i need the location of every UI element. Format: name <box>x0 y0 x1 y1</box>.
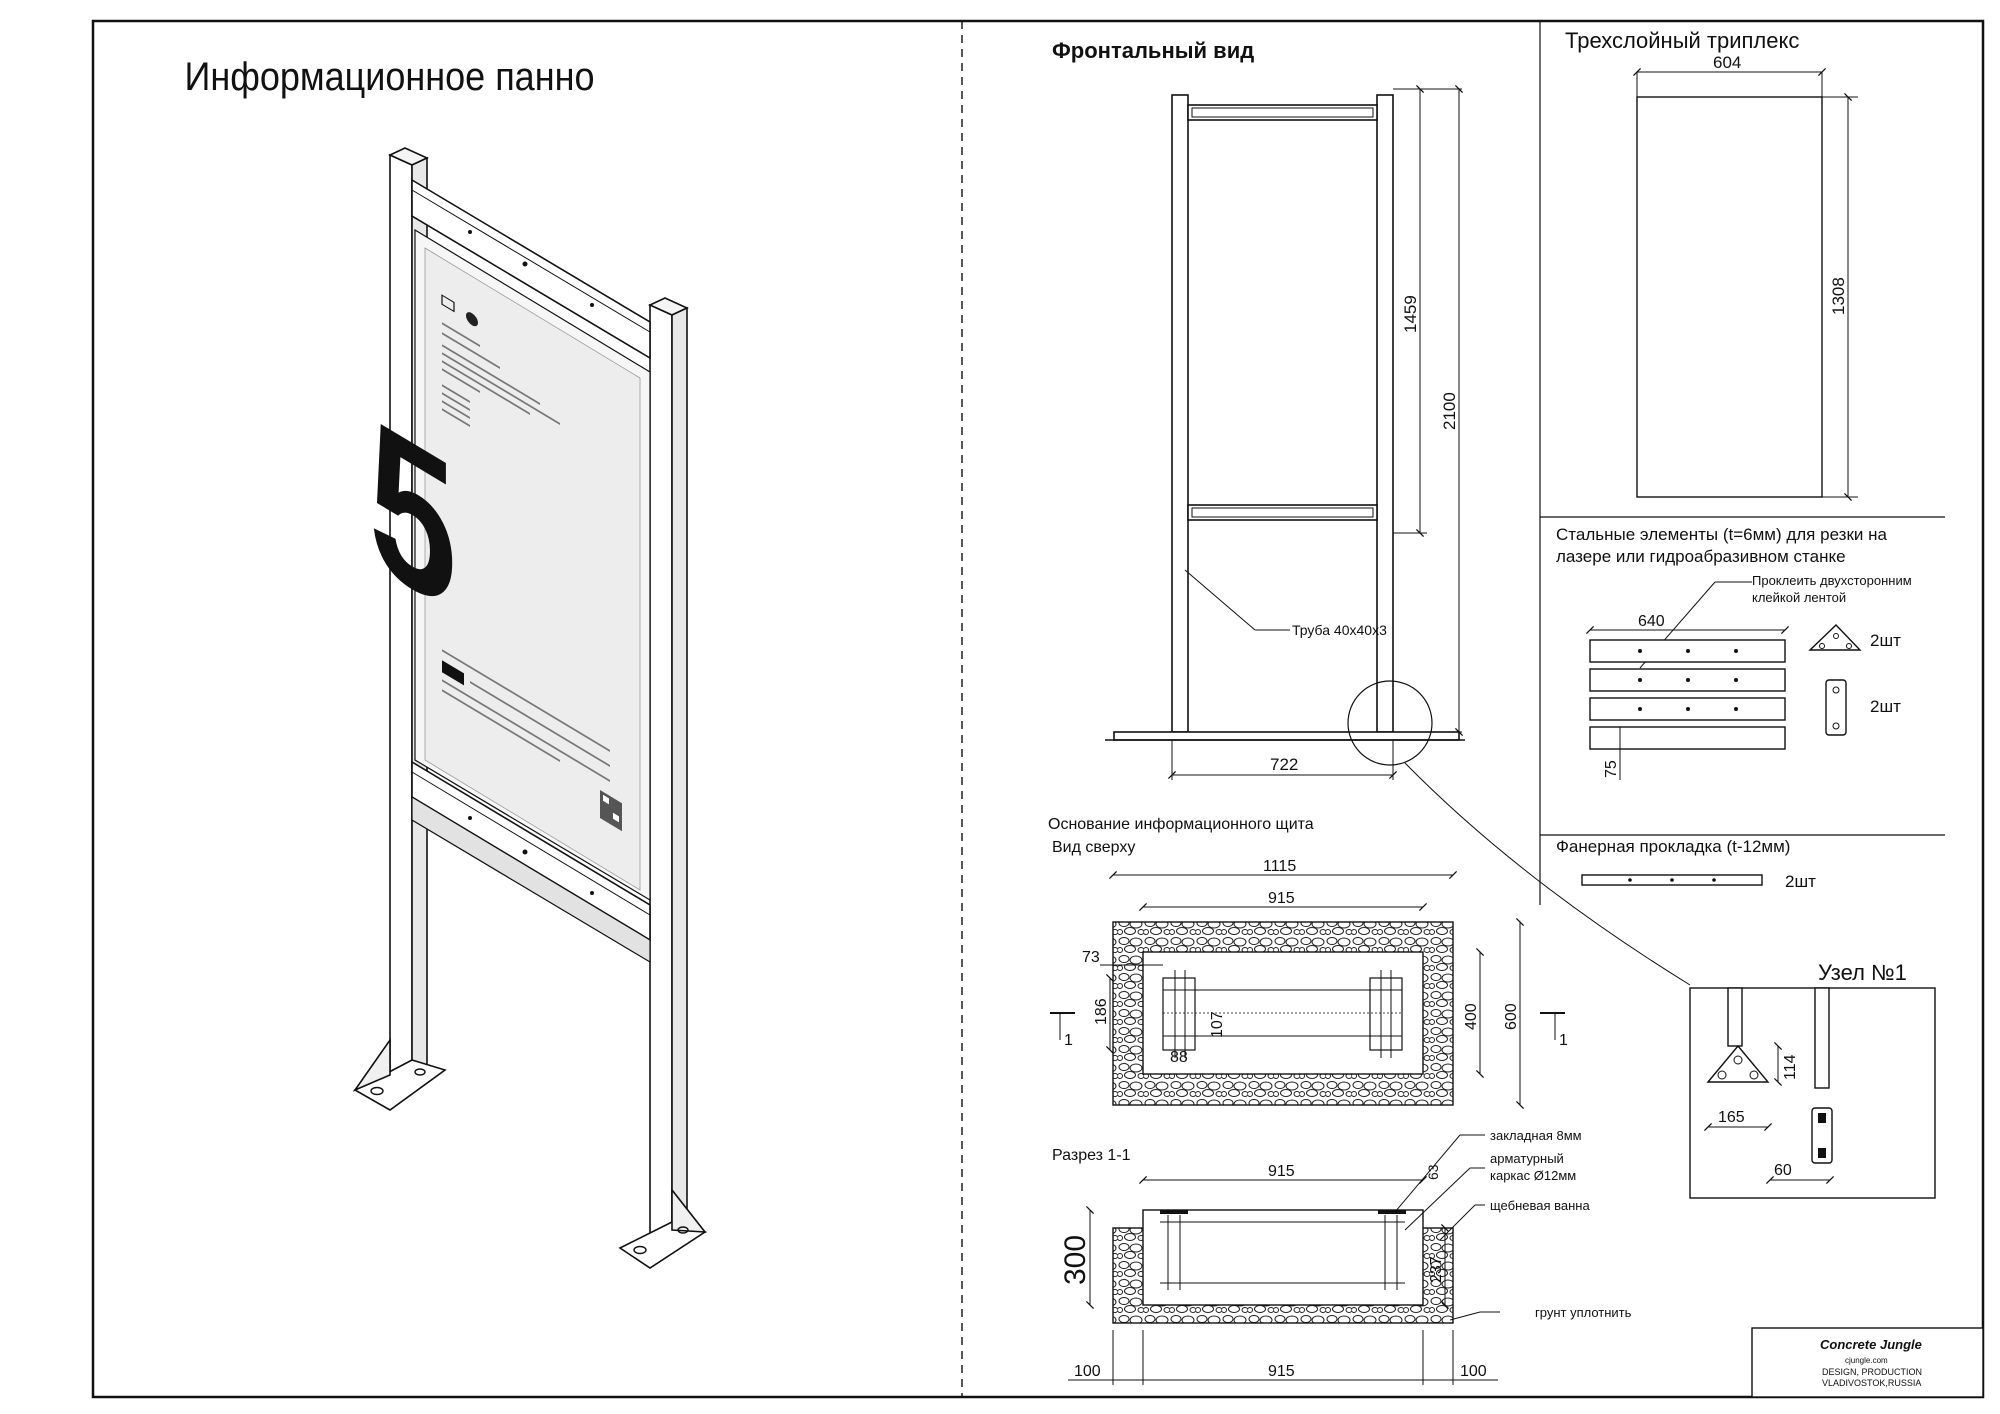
sheet-border <box>91 19 1985 1399</box>
svg-text:Проклеить двухсторонним: Проклеить двухсторонним <box>1752 573 1912 588</box>
svg-text:щебневая ванна: щебневая ванна <box>1490 1198 1590 1213</box>
section-title: Разрез 1-1 <box>1052 1147 1131 1164</box>
panel-number: 5 <box>369 371 457 659</box>
svg-text:1: 1 <box>1559 1032 1568 1049</box>
svg-text:1459: 1459 <box>1401 295 1420 333</box>
base-embeds <box>1162 970 1403 1058</box>
svg-text:400: 400 <box>1463 1003 1480 1030</box>
steel-gusset <box>1808 624 1862 651</box>
svg-text:1: 1 <box>1064 1032 1073 1049</box>
panel-graphic: 5 <box>369 294 622 832</box>
right-post <box>649 303 673 1247</box>
svg-text:грунт уплотнить: грунт уплотнить <box>1535 1305 1632 1320</box>
svg-text:2шт: 2шт <box>1870 697 1901 716</box>
triplex-title: Трехслойный триплекс <box>1565 28 1799 53</box>
steel-title-2: лазере или гидроабразивном станке <box>1556 547 1846 566</box>
svg-text:640: 640 <box>1638 613 1665 630</box>
plywood-title: Фанерная прокладка (t-12мм) <box>1556 837 1790 856</box>
svg-text:cjungle.com: cjungle.com <box>1845 1356 1888 1365</box>
svg-text:165: 165 <box>1718 1109 1745 1126</box>
top-rail <box>411 178 651 360</box>
svg-text:75: 75 <box>1603 760 1620 778</box>
svg-text:186: 186 <box>1093 998 1110 1025</box>
svg-text:1308: 1308 <box>1829 277 1848 315</box>
svg-text:2шт: 2шт <box>1870 631 1901 650</box>
svg-text:114: 114 <box>1782 1054 1799 1080</box>
svg-text:каркас Ø12мм: каркас Ø12мм <box>1490 1168 1576 1183</box>
front-view-title: Фронтальный вид <box>1052 38 1254 63</box>
svg-text:VLADIVOSTOK,RUSSIA: VLADIVOSTOK,RUSSIA <box>1822 1378 1921 1388</box>
node-frame <box>1689 987 1936 1199</box>
svg-text:88: 88 <box>1170 1049 1188 1066</box>
svg-text:600: 600 <box>1503 1003 1520 1030</box>
top-view-title: Вид сверху <box>1052 839 1135 856</box>
sheet-title: Информационное панно <box>185 55 595 99</box>
svg-text:73: 73 <box>1082 949 1100 966</box>
svg-text:клейкой лентой: клейкой лентой <box>1752 590 1846 605</box>
steel-strips <box>1589 639 1786 750</box>
svg-text:DESIGN, PRODUCTION: DESIGN, PRODUCTION <box>1822 1367 1922 1377</box>
section-foundation <box>1142 1209 1424 1306</box>
svg-text:604: 604 <box>1713 53 1741 72</box>
steel-title-1: Стальные элементы (t=6мм) для резки на <box>1556 525 1887 544</box>
steel-plate <box>1825 679 1847 736</box>
svg-text:237: 237 <box>1428 1256 1445 1283</box>
svg-text:63: 63 <box>1425 1164 1441 1180</box>
svg-text:107: 107 <box>1209 1011 1226 1038</box>
left-foot <box>353 1059 447 1111</box>
svg-text:915: 915 <box>1268 1363 1295 1380</box>
front-left-post <box>1171 94 1189 733</box>
section-rebar <box>1160 1210 1406 1290</box>
svg-text:300: 300 <box>1059 1235 1092 1285</box>
front-view: 1459 2100 722 Труба 40х40х3 <box>1105 84 1691 986</box>
node-title: Узел №1 <box>1818 960 1907 985</box>
svg-text:722: 722 <box>1270 755 1298 774</box>
base-title: Основание информационного щита <box>1048 816 1314 833</box>
isometric-stand: 5 <box>352 147 707 1269</box>
svg-text:100: 100 <box>1074 1363 1101 1380</box>
svg-text:60: 60 <box>1774 1162 1792 1179</box>
triplex-panel <box>1636 96 1823 498</box>
svg-text:915: 915 <box>1268 890 1295 907</box>
stamp-logo: Concrete Jungle <box>1820 1337 1922 1352</box>
svg-text:915: 915 <box>1268 1163 1295 1180</box>
svg-text:100: 100 <box>1460 1363 1487 1380</box>
title-stamp: Concrete Jungle cjungle.com DESIGN, PROD… <box>1751 1327 1984 1398</box>
svg-text:арматурный: арматурный <box>1490 1151 1564 1166</box>
svg-text:2шт: 2шт <box>1785 872 1816 891</box>
svg-text:Труба 40х40х3: Труба 40х40х3 <box>1292 622 1387 638</box>
svg-text:2100: 2100 <box>1440 392 1459 430</box>
svg-text:закладная 8мм: закладная 8мм <box>1490 1128 1582 1143</box>
svg-text:1115: 1115 <box>1263 858 1296 875</box>
